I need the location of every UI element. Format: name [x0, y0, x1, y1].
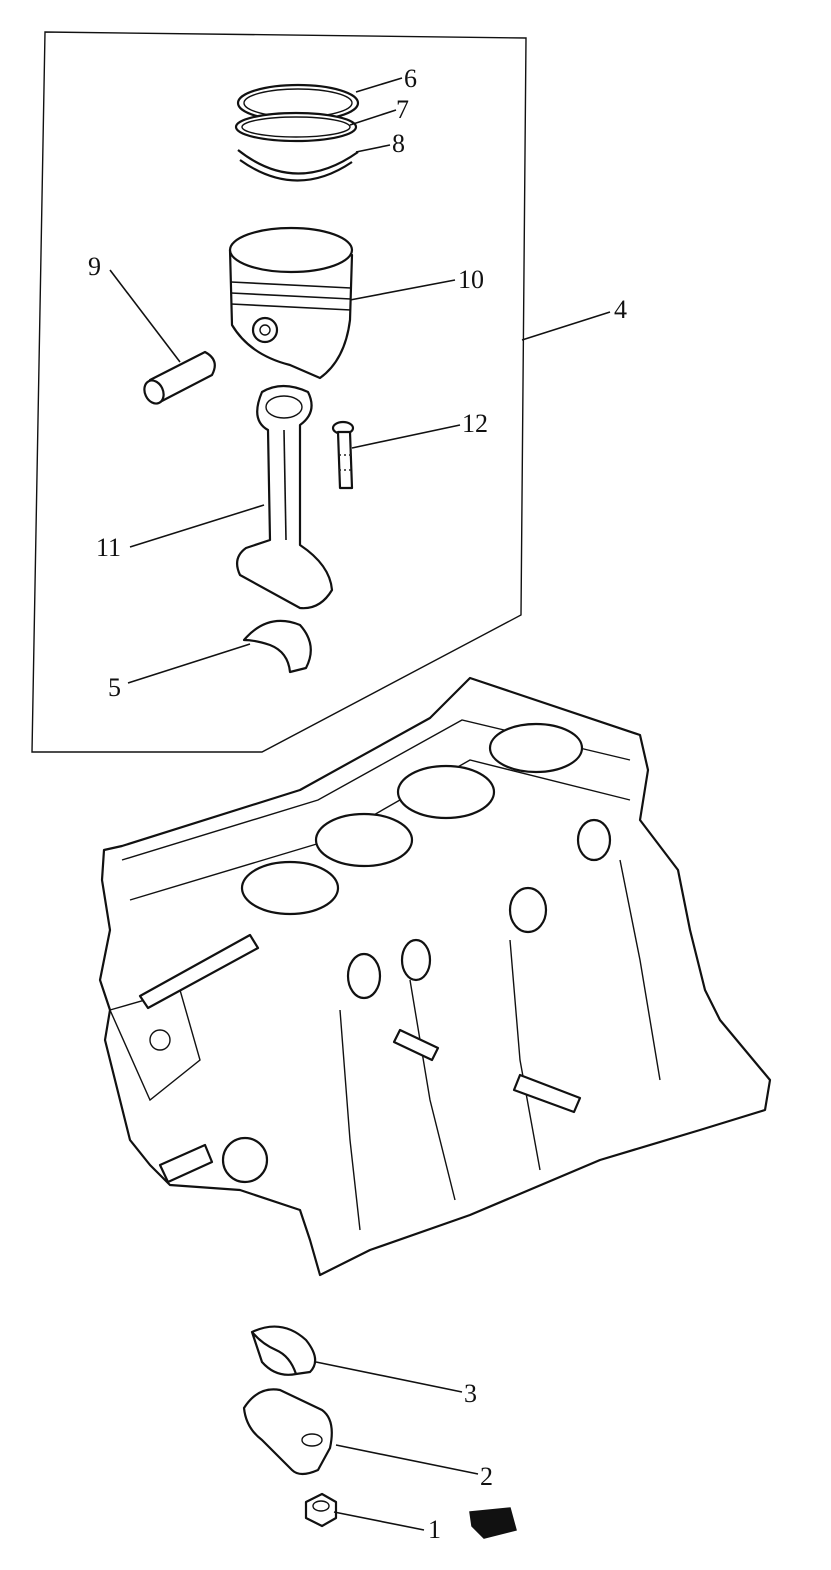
callout-3: 3	[464, 1379, 477, 1408]
piston-pin	[143, 350, 216, 405]
piston	[228, 226, 354, 380]
callout-6: 6	[404, 64, 417, 93]
callout-9: 9	[88, 252, 101, 281]
cap-bolt	[469, 1507, 517, 1539]
callout-1: 1	[428, 1515, 441, 1544]
callout-labels: 1 2 3 4 5 6 7 8 9 10 11 12	[88, 64, 627, 1544]
oil-ring	[237, 149, 359, 182]
rod-bearing-shell	[242, 619, 312, 674]
callout-11: 11	[96, 533, 121, 562]
main-bearing-cap	[242, 1388, 333, 1476]
leader-lines	[109, 77, 611, 1531]
main-bearing-shell	[250, 1325, 317, 1376]
callout-7: 7	[396, 95, 409, 124]
piston-assembly-frame	[31, 31, 527, 753]
cylinder-block	[98, 676, 772, 1277]
callout-8: 8	[392, 129, 405, 158]
cap-nut	[304, 1492, 338, 1528]
callout-4: 4	[614, 295, 627, 324]
piston-rings	[234, 83, 360, 182]
callout-10: 10	[458, 265, 484, 294]
callout-12: 12	[462, 409, 488, 438]
callout-2: 2	[480, 1462, 493, 1491]
rod-bolt	[331, 420, 355, 490]
connecting-rod	[235, 384, 334, 610]
callout-5: 5	[108, 673, 121, 702]
compression-ring-second	[234, 111, 358, 143]
